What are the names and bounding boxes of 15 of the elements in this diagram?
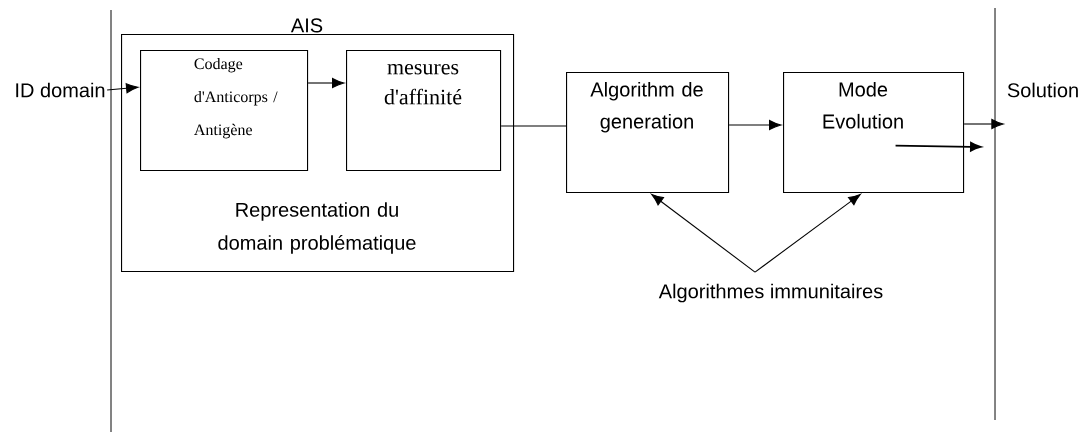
process-box: mesures d'affinité [346, 50, 502, 172]
process-box: Algorithm de generation [566, 72, 730, 194]
text-label: ID domain [16, 82, 105, 98]
arrow [754, 193, 861, 273]
process-box: Mode Evolution [783, 72, 965, 194]
arrow [894, 142, 982, 152]
arrow [963, 118, 1004, 130]
node-label: AIS [290, 18, 323, 33]
text-label: Solution [1007, 82, 1078, 98]
arrow [307, 77, 345, 89]
arrow [651, 193, 756, 273]
arrow [106, 83, 139, 94]
arrow [728, 119, 782, 131]
text-label: Algorithmes immunitaires [658, 283, 883, 303]
process-box: Codage d'Anticorps / Antigène [140, 50, 309, 172]
